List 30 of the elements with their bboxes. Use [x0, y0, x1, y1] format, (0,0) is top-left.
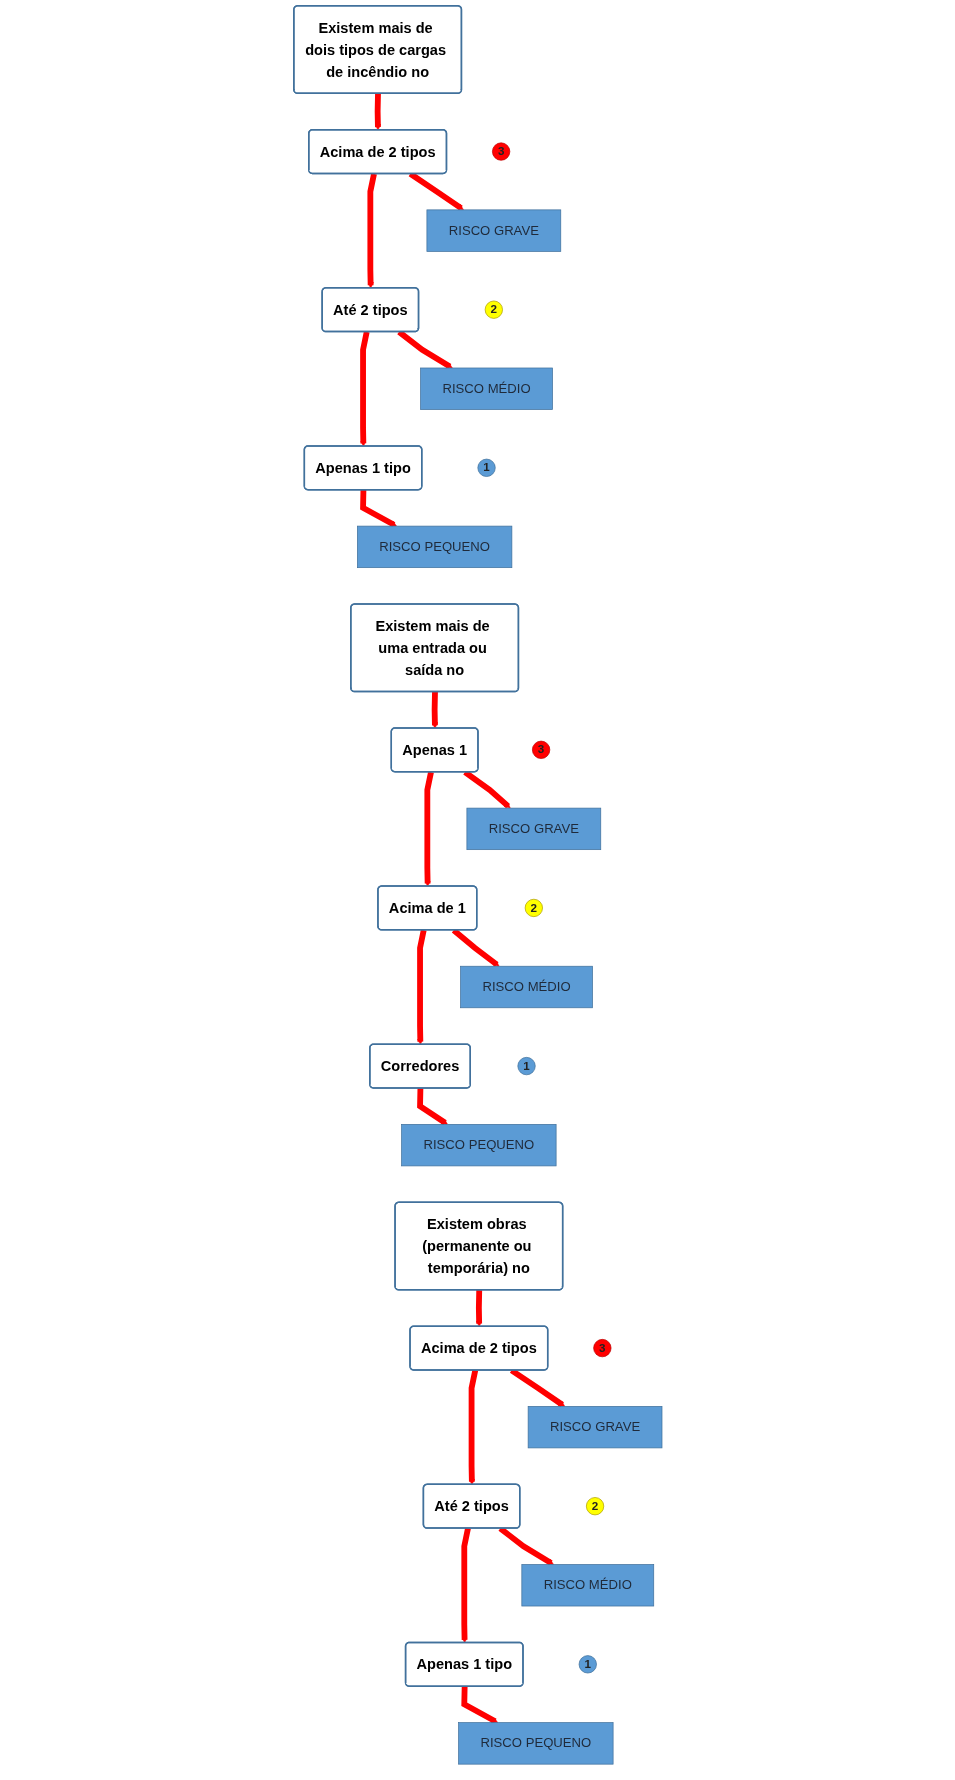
arrow: [423, 771, 434, 887]
node-circle: 2: [585, 1497, 604, 1516]
arrow: [431, 691, 438, 729]
arrow: [468, 1369, 478, 1485]
node-box: RISCO GRAVE: [426, 209, 561, 252]
arrow: [460, 1527, 471, 1644]
arrow: [359, 490, 397, 528]
node-box: RISCO MÉDIO: [419, 367, 553, 410]
arrow: [416, 929, 427, 1045]
node-circle: 1: [477, 458, 496, 477]
arrow: [359, 331, 370, 447]
arrow: [416, 1088, 448, 1126]
node-circle: 1: [517, 1057, 536, 1076]
node-box: RISCO PEQUENO: [400, 1124, 557, 1167]
node-box: RISCO PEQUENO: [356, 525, 512, 568]
node-circle: 2: [524, 898, 543, 918]
arrow: [460, 1686, 498, 1724]
arrow: [366, 173, 377, 289]
node-box: RISCO MÉDIO: [459, 965, 593, 1009]
node-circle: 3: [491, 142, 510, 161]
arrow: [475, 1290, 482, 1327]
arrow: [374, 93, 381, 131]
node-box: RISCO GRAVE: [466, 807, 601, 850]
node-box: RISCO GRAVE: [527, 1406, 662, 1449]
node-circle: 2: [484, 300, 503, 319]
node-box: RISCO PEQUENO: [457, 1722, 614, 1765]
node-circle: 1: [578, 1655, 597, 1674]
node-box: RISCO MÉDIO: [521, 1564, 654, 1607]
node-circle: 3: [531, 740, 550, 759]
node-circle: 3: [592, 1339, 611, 1358]
